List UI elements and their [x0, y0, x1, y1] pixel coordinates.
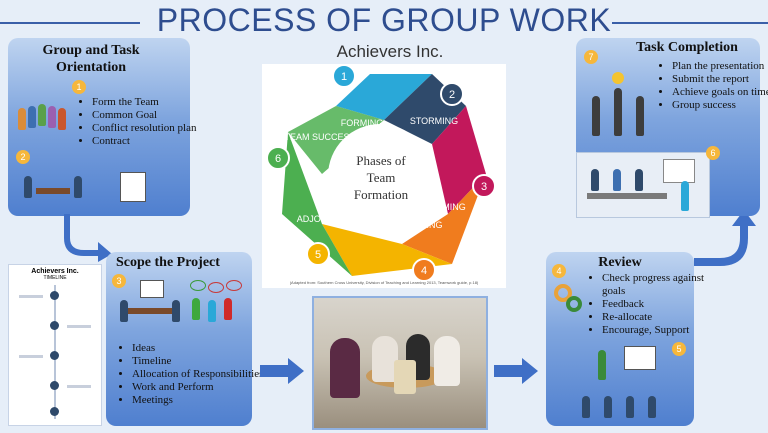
- team-people-icon: [16, 90, 78, 138]
- step-badge-2: 2: [16, 150, 30, 164]
- step-badge-4: 4: [552, 264, 566, 278]
- phase-label-adjourning: ADJOURN-ING: [297, 214, 360, 224]
- orientation-item: Common Goal: [92, 109, 200, 122]
- celebrating-people-icon: [584, 66, 658, 142]
- wheel-caption: (Adapted from: Southern Cross University…: [289, 280, 479, 285]
- review-item: Encourage, Support: [602, 324, 706, 337]
- orientation-list: Form the Team Common Goal Conflict resol…: [76, 96, 200, 148]
- timeline-subtitle: TIMELINE: [43, 275, 67, 281]
- page-title: PROCESS OF GROUP WORK: [156, 2, 612, 38]
- segment-bridge: [288, 106, 384, 174]
- presentation-meeting-image: [576, 152, 710, 218]
- completion-panel: Task Completion 7 Plan the presentation …: [576, 38, 768, 218]
- scope-panel: Scope the Project 3 Ideas Timeline Alloc…: [106, 252, 263, 426]
- scope-item: Meetings: [132, 394, 264, 407]
- step-badge-1: 1: [72, 80, 86, 94]
- orientation-item: Conflict resolution plan: [92, 122, 200, 135]
- completion-list: Plan the presentation Submit the report …: [656, 60, 768, 112]
- scope-heading: Scope the Project: [116, 255, 220, 270]
- scope-item: Work and Perform: [132, 381, 264, 394]
- phase-number-1: 1: [341, 71, 347, 83]
- gears-icon: [550, 280, 586, 314]
- phases-wheel: 1 2 3 4 5 6 FORMING STORMING NORMING PER…: [266, 64, 496, 282]
- step-badge-7: 7: [584, 50, 598, 64]
- phase-label-storming: STORMING: [410, 116, 458, 126]
- timeline-node: [50, 351, 59, 360]
- review-item: Check progress against goals: [602, 272, 706, 298]
- orientation-item: Contract: [92, 135, 200, 148]
- orientation-panel: Group and Task Orientation 1 Form the Te…: [8, 38, 196, 216]
- timeline-title: Achievers Inc.: [31, 268, 79, 275]
- step-badge-5: 5: [672, 342, 686, 356]
- phase-number-5: 5: [315, 249, 321, 261]
- timeline-node: [50, 381, 59, 390]
- segment-forming: [336, 74, 432, 120]
- phase-label-forming: FORMING: [341, 118, 384, 128]
- flow-arrow-photo-to-review: [494, 358, 538, 384]
- scope-item: Timeline: [132, 355, 264, 368]
- flow-arrow-orientation-to-scope: [64, 214, 112, 262]
- title-rule-left: [0, 22, 140, 24]
- review-list: Check progress against goals Feedback Re…: [586, 272, 706, 337]
- review-item: Re-allocate: [602, 311, 706, 324]
- step-badge-6: 6: [706, 146, 720, 160]
- scope-item: Ideas: [132, 342, 264, 355]
- phases-wheel-figure: 1 2 3 4 5 6 FORMING STORMING NORMING PER…: [262, 64, 506, 288]
- title-rule-right: [612, 22, 768, 24]
- completion-item: Group success: [672, 99, 768, 112]
- completion-heading: Task Completion: [636, 40, 738, 55]
- orientation-heading: Group and Task Orientation: [42, 43, 140, 75]
- review-panel: Review 4 Check progress against goals Fe…: [546, 252, 704, 426]
- flow-arrow-scope-to-photo: [260, 358, 304, 384]
- phase-number-4: 4: [421, 265, 427, 277]
- contract-icon: [120, 172, 146, 202]
- phase-number-6: 6: [275, 153, 281, 165]
- phase-label-norming: NORMING: [422, 202, 466, 212]
- review-heading: Review: [598, 255, 642, 270]
- timeline-node: [50, 291, 59, 300]
- timeline-node: [50, 321, 59, 330]
- scope-item: Allocation of Responsibilities: [132, 368, 264, 381]
- segment-performing: [402, 174, 486, 264]
- phase-number-2: 2: [449, 89, 455, 101]
- presentation-audience-icon: [576, 346, 676, 422]
- ideas-people-icon: [186, 280, 250, 336]
- review-item: Feedback: [602, 298, 706, 311]
- wheel-center: [328, 124, 432, 228]
- meeting-table-icon: [18, 172, 88, 212]
- orientation-item: Form the Team: [92, 96, 200, 109]
- segment-team-success: [282, 132, 352, 276]
- phase-number-3: 3: [481, 181, 487, 193]
- phase-label-performing: PERFORMING: [381, 220, 442, 230]
- step-badge-3: 3: [112, 274, 126, 288]
- timeline-thumbnail: Achievers Inc. TIMELINE: [8, 264, 102, 426]
- completion-item: Achieve goals on time: [672, 86, 768, 99]
- team-photo: [312, 296, 488, 430]
- company-name: Achievers Inc.: [336, 42, 444, 61]
- scope-list: Ideas Timeline Allocation of Responsibil…: [116, 342, 264, 407]
- project-meeting-icon: [114, 276, 186, 334]
- wheel-center-text: Phases of Team Formation: [353, 153, 409, 202]
- completion-item: Plan the presentation: [672, 60, 768, 73]
- completion-item: Submit the report: [672, 73, 768, 86]
- timeline-node: [50, 407, 59, 416]
- phase-label-team-success: TEAM SUCCESS: [284, 132, 355, 142]
- flow-arrow-review-to-completion: [694, 210, 756, 266]
